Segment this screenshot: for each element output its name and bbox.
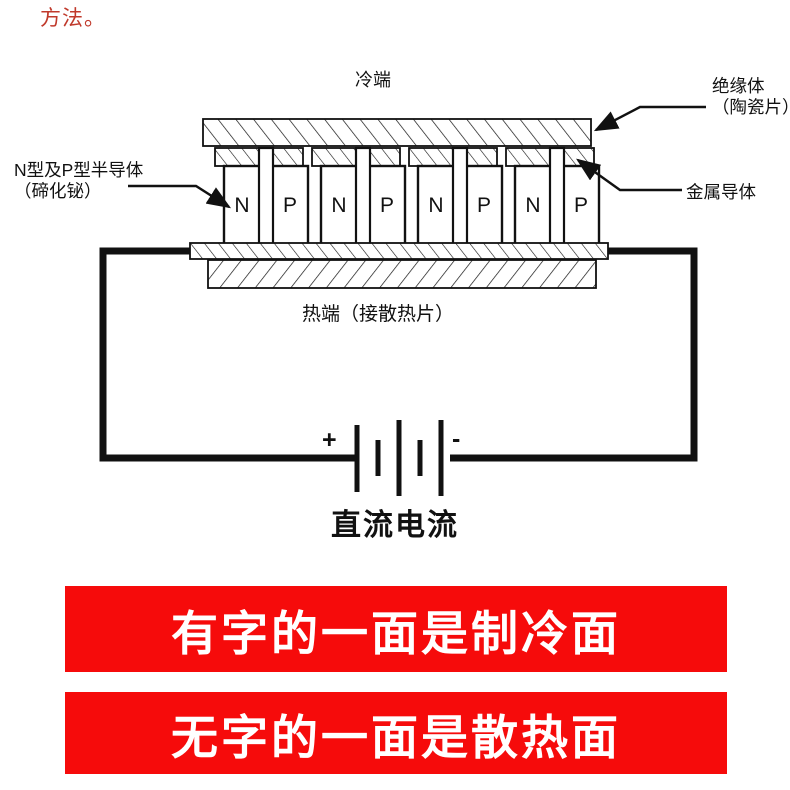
interconnect-posts [257, 146, 566, 260]
banner-cold-side: 有字的一面是制冷面 [65, 586, 727, 672]
label-semiconductor: N型及P型半导体 （碲化铋） [14, 160, 144, 202]
pellet-letter-6: P [476, 194, 491, 217]
bottom-metal-conductors [189, 242, 609, 260]
pellet-letter-4: P [379, 194, 394, 217]
label-cold-side: 冷端 [355, 70, 391, 90]
top-ceramic-plate [202, 118, 592, 147]
leader-semiconductor [128, 184, 232, 209]
pellet-letter-3: N [331, 194, 347, 217]
leader-insulator [593, 105, 706, 132]
battery-symbol [354, 420, 444, 496]
circuit-wiring [99, 247, 698, 462]
battery-minus-label: - [452, 425, 461, 453]
leader-lines [128, 105, 706, 209]
label-metal-conductor: 金属导体 [686, 182, 756, 202]
battery-plus-label: + [322, 426, 337, 454]
bottom-ceramic-plate [207, 259, 597, 289]
top-note: 方法。 [40, 7, 106, 30]
label-dc-current: 直流电流 [331, 509, 459, 542]
leader-metal-conductor [576, 158, 682, 192]
pellet-letter-5: N [428, 194, 444, 217]
peltier-module-diagram [99, 105, 706, 496]
pellet-letter-1: N [234, 194, 250, 217]
pellet-letter-2: P [282, 194, 297, 217]
label-insulator: 绝缘体 （陶瓷片） [712, 76, 790, 118]
pellet-letter-8: P [573, 194, 588, 217]
pellet-letter-7: N [525, 194, 541, 217]
banner-hot-side: 无字的一面是散热面 [65, 692, 727, 774]
label-hot-side: 热端（接散热片） [302, 304, 455, 325]
